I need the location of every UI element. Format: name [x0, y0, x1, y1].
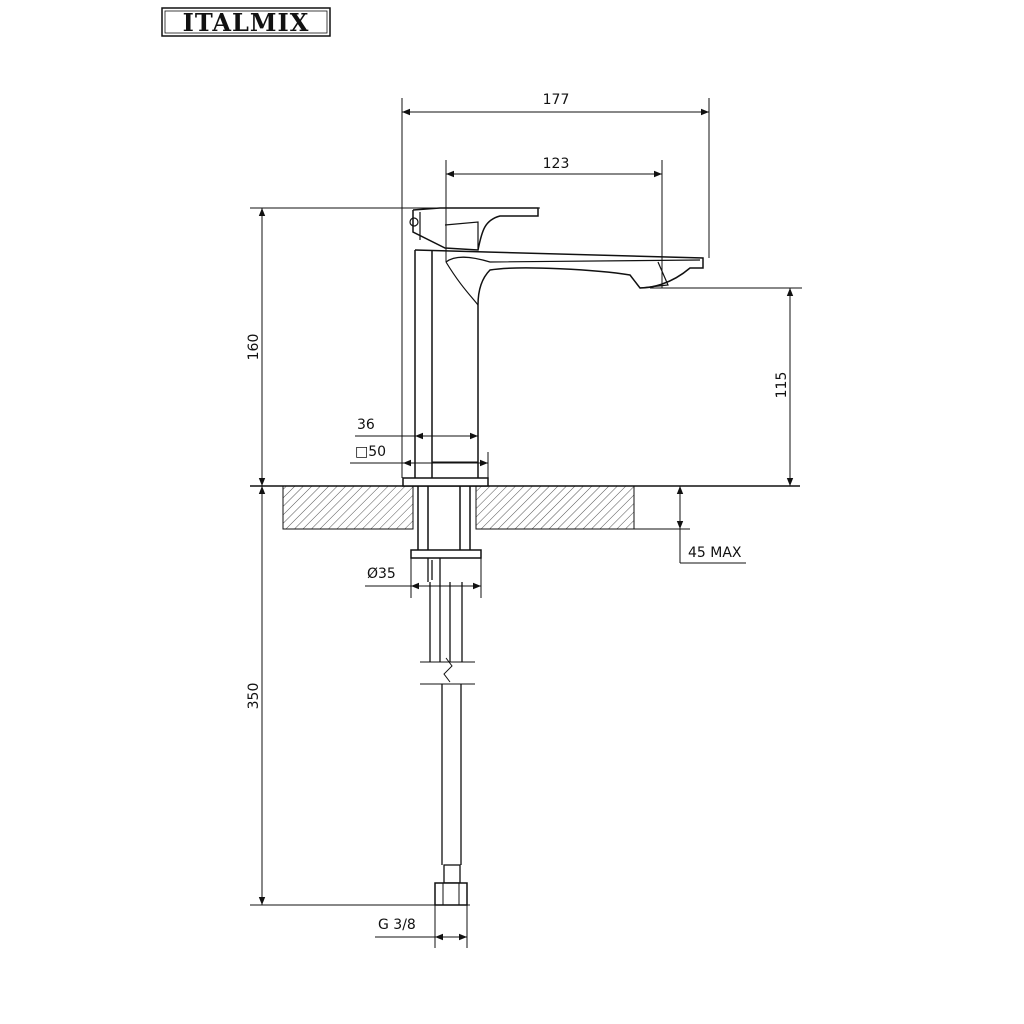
dim-hose-connection: G 3/8 [375, 905, 468, 948]
label-total-height: 160 [246, 334, 262, 361]
dim-overall-width: 177 [401, 92, 710, 478]
dim-shank-diameter: Ø35 [365, 558, 482, 598]
dim-spout-height: 115 [650, 287, 802, 486]
brand-logo: ITALMIX [161, 7, 331, 37]
logo-text: ITALMIX [183, 8, 310, 37]
label-spout-height: 115 [774, 372, 790, 399]
label-spout-reach: 123 [543, 156, 570, 172]
deck-section [250, 485, 800, 530]
label-base-square: □50 [355, 444, 386, 460]
flex-hose [420, 582, 475, 906]
label-overall-width: 177 [543, 92, 570, 108]
dim-body-width: 36 [355, 417, 478, 440]
dim-base-square: □50 [350, 444, 489, 478]
label-hose-length: 350 [246, 683, 262, 710]
dim-total-height: 160 [246, 207, 540, 486]
faucet-body [402, 207, 704, 487]
label-body-width: 36 [357, 417, 375, 433]
shank [410, 486, 482, 582]
label-hose-connection: G 3/8 [378, 917, 416, 933]
dim-hose-length: 350 [246, 486, 470, 906]
label-deck-thickness: 45 MAX [688, 545, 742, 561]
dim-deck-thickness: 45 MAX [676, 486, 746, 564]
dim-spout-reach: 123 [445, 156, 663, 288]
label-shank-diameter: Ø35 [367, 566, 396, 582]
